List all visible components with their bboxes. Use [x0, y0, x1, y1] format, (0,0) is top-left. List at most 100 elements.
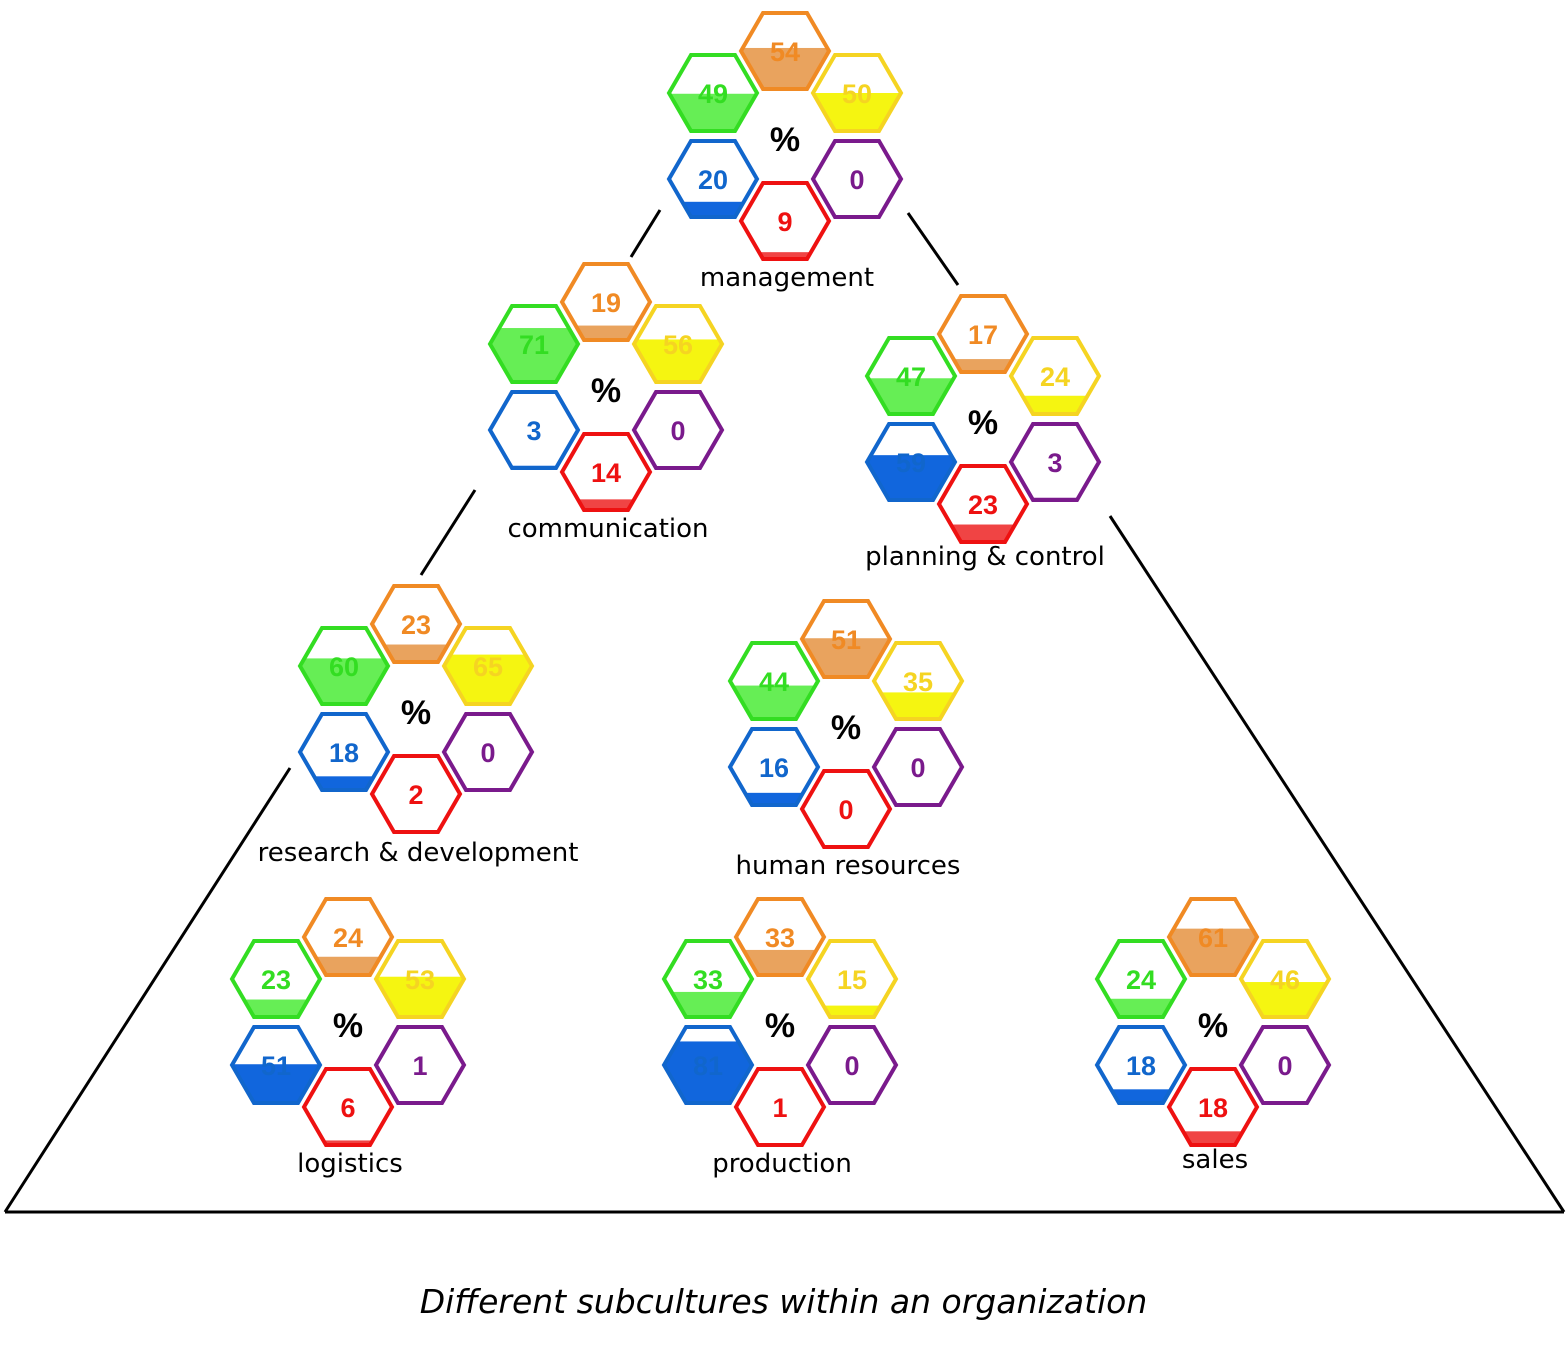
- hex-value-purple: 0: [480, 738, 495, 768]
- hex-green: 49: [666, 53, 760, 133]
- hex-blue: 18: [1094, 1025, 1188, 1105]
- hex-purple: 3: [1008, 422, 1102, 502]
- hex-value-blue: 59: [896, 448, 926, 478]
- hex-outline: [871, 641, 965, 721]
- hex-outline: [369, 754, 463, 834]
- hex-value-yellow: 65: [473, 652, 503, 682]
- hex-outline: [301, 1067, 395, 1147]
- hex-outline: [1166, 897, 1260, 977]
- cluster-management: 49 54 50 20 9 0% management: [666, 11, 904, 293]
- hex-outline: [661, 1025, 755, 1105]
- hex-outline: [297, 712, 391, 792]
- hex-value-red: 1: [772, 1093, 787, 1123]
- hex-purple: 1: [373, 1025, 467, 1105]
- hex-orange: 23: [369, 584, 463, 664]
- hex-outline: [666, 139, 760, 219]
- hex-value-blue: 51: [261, 1051, 291, 1081]
- hex-value-orange: 51: [831, 625, 861, 655]
- hex-blue: 18: [297, 712, 391, 792]
- hex-outline: [661, 939, 755, 1019]
- hex-fill-level: [562, 499, 650, 510]
- percent-symbol: %: [770, 121, 800, 159]
- hex-value-red: 2: [408, 780, 423, 810]
- hex-value-green: 71: [519, 330, 549, 360]
- hex-value-yellow: 24: [1040, 362, 1070, 392]
- hex-green: 71: [487, 304, 581, 384]
- hex-value-yellow: 56: [663, 330, 693, 360]
- hex-value-blue: 16: [759, 753, 789, 783]
- hex-outline: [1094, 1025, 1188, 1105]
- clusters-layer: 4954502090%management7119563140%communic…: [229, 11, 1332, 1179]
- hex-outline: [727, 641, 821, 721]
- hex-value-yellow: 15: [837, 965, 867, 995]
- hex-yellow: 65: [441, 626, 535, 706]
- hex-value-orange: 61: [1198, 923, 1228, 953]
- hex-value-yellow: 35: [903, 667, 933, 697]
- hex-value-orange: 24: [333, 923, 363, 953]
- hex-fill-level: [304, 956, 392, 975]
- hex-yellow: 35: [871, 641, 965, 721]
- hex-outline: [799, 769, 893, 849]
- hex-yellow: 53: [373, 939, 467, 1019]
- hex-outline: [297, 626, 391, 706]
- hex-green: 24: [1094, 939, 1188, 1019]
- hex-outline: [799, 599, 893, 679]
- hex-outline: [805, 1025, 899, 1105]
- hex-value-blue: 3: [526, 416, 541, 446]
- hex-blue: 16: [727, 727, 821, 807]
- hex-value-orange: 33: [765, 923, 795, 953]
- hex-red: 1: [733, 1067, 827, 1147]
- hex-value-purple: 0: [844, 1051, 859, 1081]
- hex-value-orange: 54: [770, 37, 800, 67]
- pyramid-edge-low-right: [1108, 515, 1566, 1213]
- hex-purple: 0: [805, 1025, 899, 1105]
- pyramid-edge-low-left: [3, 767, 292, 1213]
- pyramid-edge-mid-left: [419, 489, 477, 576]
- hex-value-green: 23: [261, 965, 291, 995]
- percent-symbol: %: [1198, 1007, 1228, 1045]
- cluster-label: sales: [1182, 1145, 1248, 1175]
- hex-yellow: 56: [631, 304, 725, 384]
- cluster-label: production: [712, 1149, 852, 1179]
- pyramid-outline: [3, 209, 1566, 1214]
- hex-outline: [1008, 336, 1102, 416]
- hex-value-orange: 23: [401, 610, 431, 640]
- hex-outline: [301, 897, 395, 977]
- hex-red: 0: [799, 769, 893, 849]
- hex-value-green: 44: [759, 667, 789, 697]
- hex-blue: 3: [487, 390, 581, 470]
- hex-value-purple: 0: [849, 165, 864, 195]
- hex-orange: 33: [733, 897, 827, 977]
- percent-symbol: %: [401, 694, 431, 732]
- hex-value-red: 6: [340, 1093, 355, 1123]
- hex-outline: [369, 584, 463, 664]
- pyramid-edge-top-left: [629, 209, 662, 258]
- hex-orange: 54: [738, 11, 832, 91]
- hex-outline: [487, 304, 581, 384]
- hex-value-blue: 20: [698, 165, 728, 195]
- hex-purple: 0: [441, 712, 535, 792]
- hex-outline: [229, 939, 323, 1019]
- hex-green: 47: [864, 336, 958, 416]
- cluster-label: management: [700, 263, 874, 293]
- hex-fill-level: [808, 1005, 896, 1017]
- hex-value-purple: 0: [910, 753, 925, 783]
- hex-outline: [666, 53, 760, 133]
- hex-outline: [733, 897, 827, 977]
- hex-green: 33: [661, 939, 755, 1019]
- hex-value-purple: 0: [1277, 1051, 1292, 1081]
- hex-outline: [441, 712, 535, 792]
- hex-value-red: 0: [838, 795, 853, 825]
- figure-caption: Different subcultures within an organiza…: [419, 1282, 1148, 1321]
- hex-yellow: 50: [810, 53, 904, 133]
- hex-value-red: 9: [777, 207, 792, 237]
- hex-outline: [864, 336, 958, 416]
- hex-value-red: 18: [1198, 1093, 1228, 1123]
- hex-value-orange: 19: [591, 288, 621, 318]
- hex-value-blue: 18: [329, 738, 359, 768]
- hex-outline: [559, 262, 653, 342]
